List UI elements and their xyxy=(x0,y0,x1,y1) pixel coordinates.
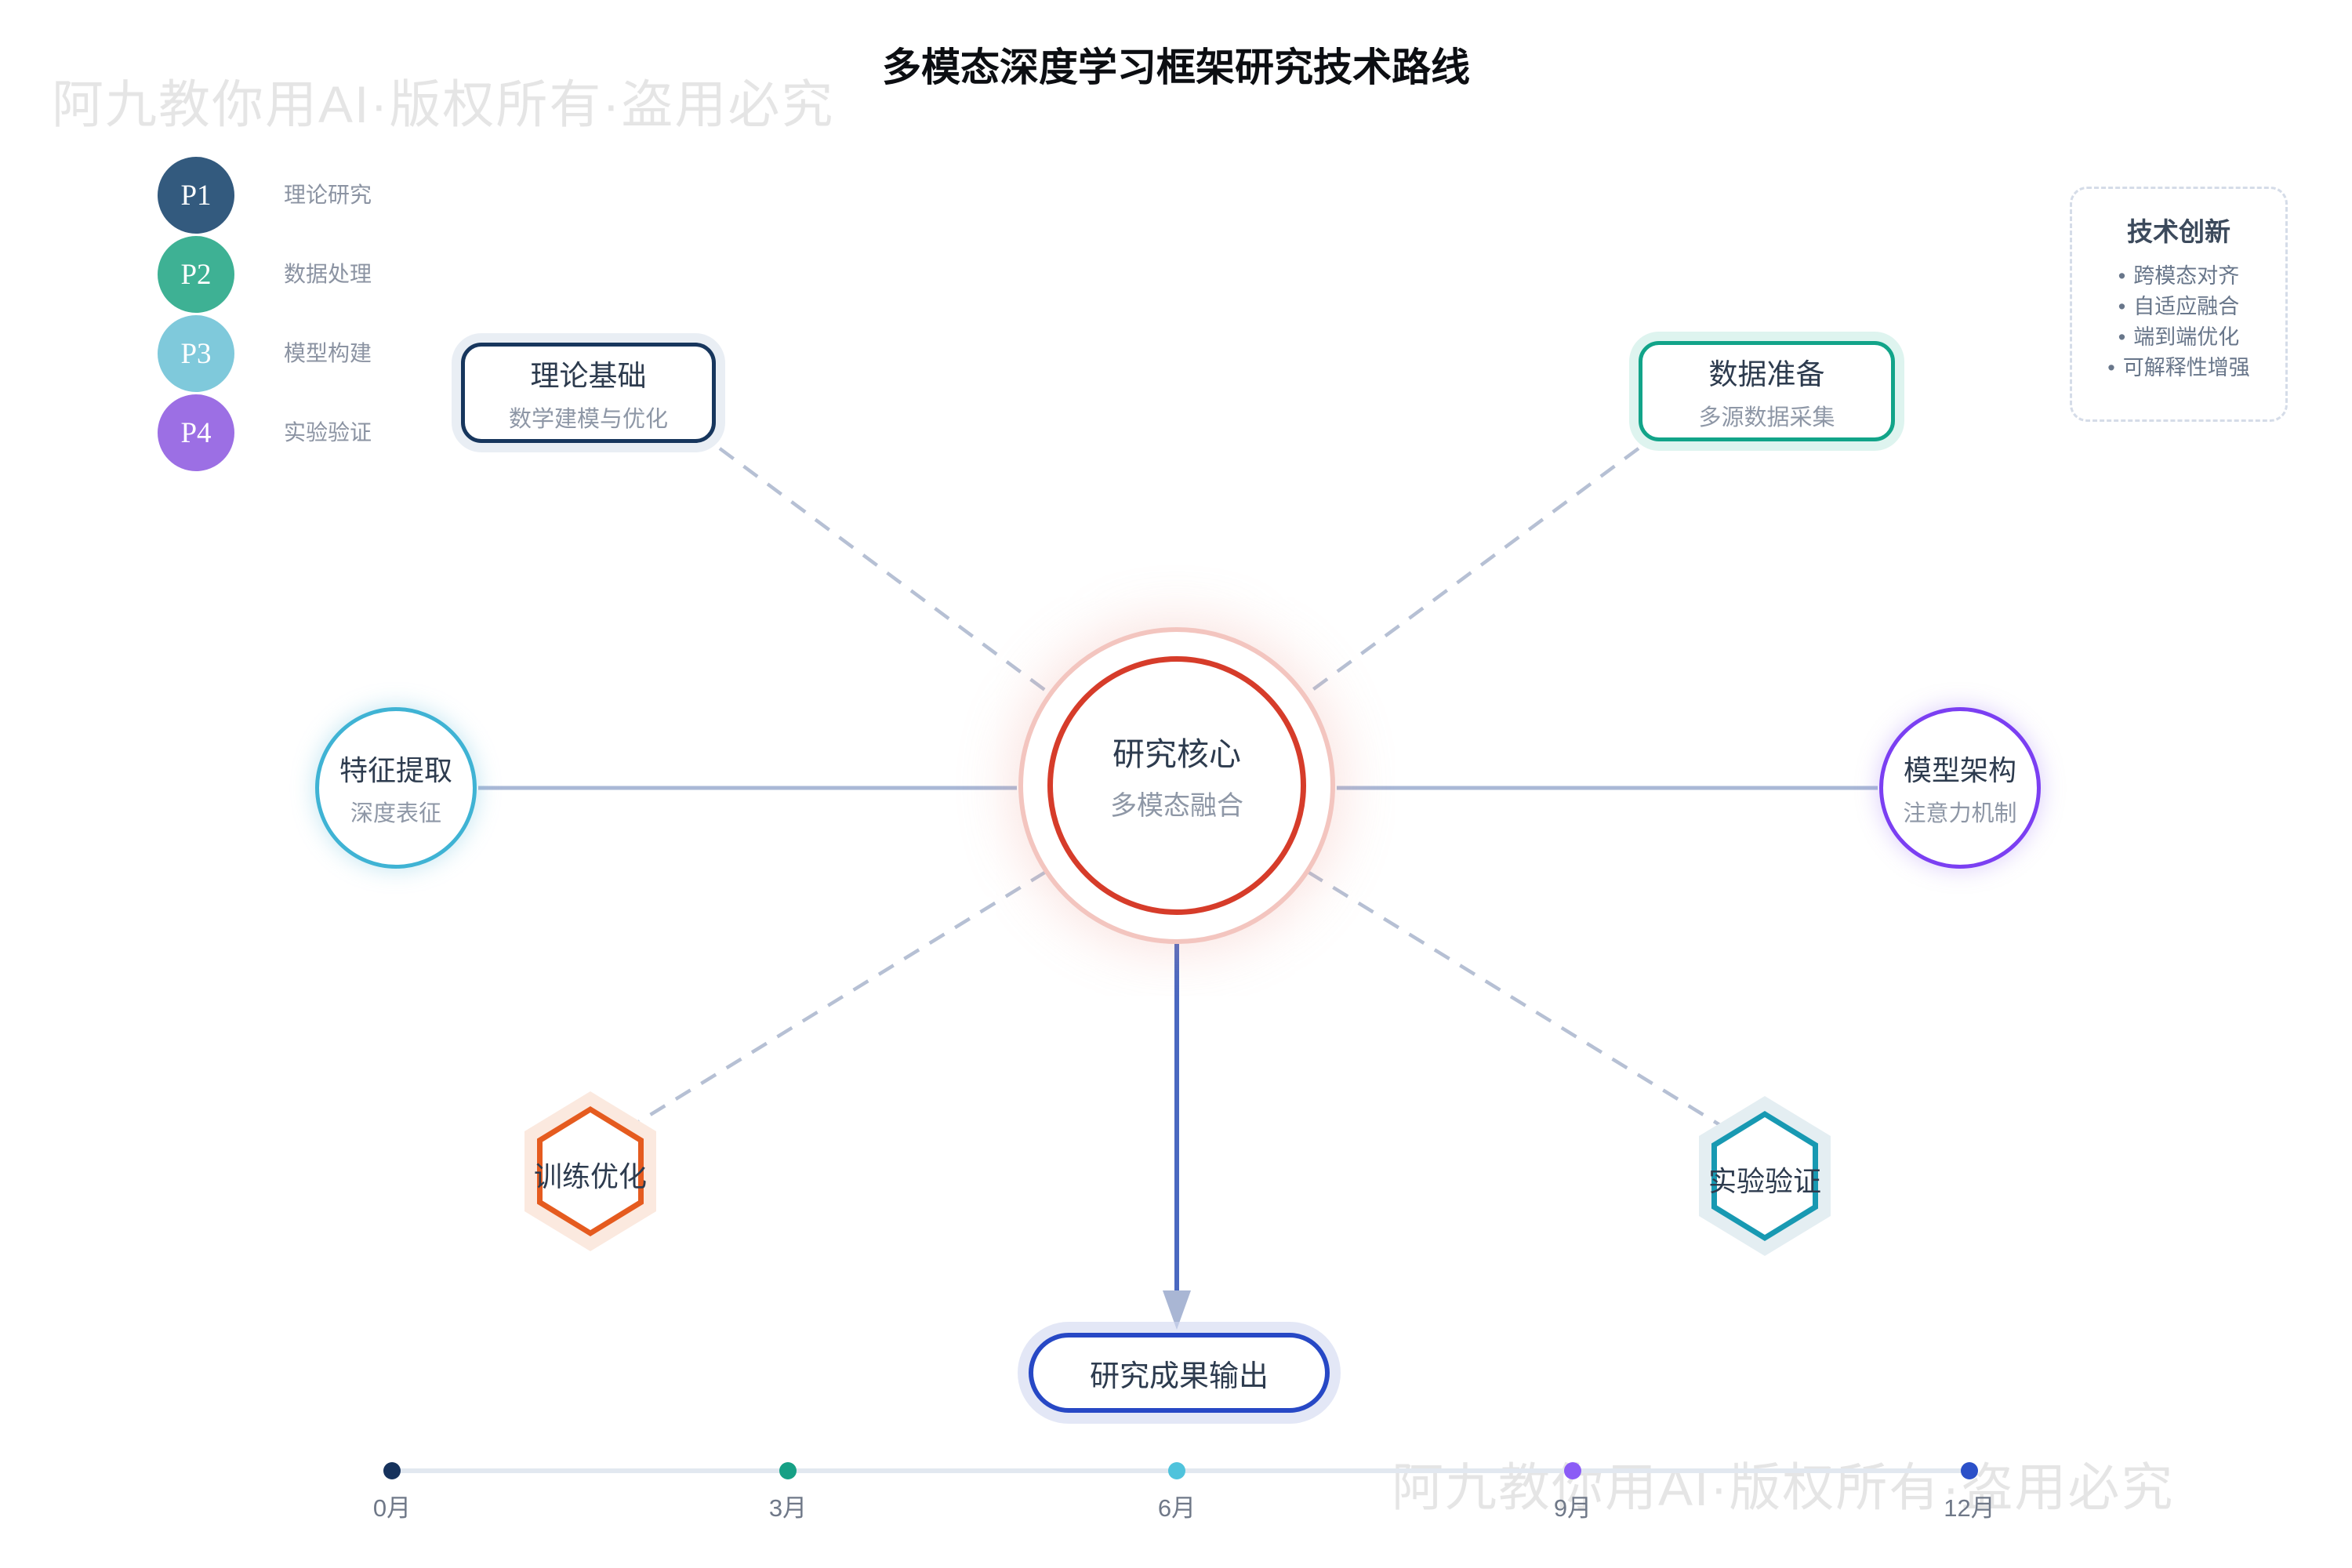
connector-theory-center-dashed xyxy=(718,447,1051,695)
connector-data-center-dashed xyxy=(1305,447,1640,696)
innovation-item: • 跨模态对齐 xyxy=(2072,261,2285,292)
node-theory-foundation: 理论基础 数学建模与优化 xyxy=(461,343,716,443)
innovation-item: • 可解释性增强 xyxy=(2072,353,2285,383)
timeline-dot-0 xyxy=(383,1462,401,1479)
innovation-item-text: 可解释性增强 xyxy=(2122,356,2250,379)
legend-dot-id: P4 xyxy=(180,416,212,449)
legend-dot-p2: P2 xyxy=(158,236,234,313)
innovation-panel: 技术创新 • 跨模态对齐 • 自适应融合 • 端到端优化 • 可解释性增强 xyxy=(2070,187,2288,422)
timeline-label-1: 3月 xyxy=(768,1494,808,1522)
connector-center-training-dashed xyxy=(626,870,1047,1131)
innovation-panel-title: 技术创新 xyxy=(2127,217,2230,246)
page-title: 多模态深度学习框架研究技术路线 xyxy=(882,45,1470,89)
legend-dot-p3: P3 xyxy=(158,315,234,392)
bullet-dot: • xyxy=(2118,325,2126,349)
node-feature-extraction: 特征提取 深度表征 xyxy=(315,707,477,869)
timeline-label-0: 0月 xyxy=(372,1494,412,1522)
innovation-item-text: 端到端优化 xyxy=(2133,325,2240,349)
timeline-dot-2 xyxy=(1168,1462,1185,1479)
node-title: 研究核心 xyxy=(1112,735,1241,772)
node-title: 模型架构 xyxy=(1903,754,2016,786)
bullet-dot: • xyxy=(2118,264,2126,288)
node-title: 训练优化 xyxy=(533,1160,647,1192)
timeline-label-4: 12月 xyxy=(1944,1494,1995,1522)
connector-center-experiment-dashed xyxy=(1306,870,1728,1131)
bullet-dot: • xyxy=(2107,356,2115,379)
legend-dot-id: P3 xyxy=(180,337,212,370)
legend-label-p4: 实验验证 xyxy=(284,420,372,445)
node-subtitle: 深度表征 xyxy=(350,801,441,826)
node-subtitle: 注意力机制 xyxy=(1903,801,2017,826)
innovation-list: • 跨模态对齐 • 自适应融合 • 端到端优化 • 可解释性增强 xyxy=(2072,261,2285,383)
legend-label-p2: 数据处理 xyxy=(284,262,372,286)
legend-dot-p4: P4 xyxy=(158,394,234,471)
timeline-label-2: 6月 xyxy=(1157,1494,1196,1522)
watermark-top-left: 阿九教你用AI·版权所有·盗用必究 xyxy=(52,75,835,133)
innovation-item: • 端到端优化 xyxy=(2072,322,2285,353)
innovation-item: • 自适应融合 xyxy=(2072,292,2285,322)
legend-dot-id: P2 xyxy=(180,258,212,291)
center-node-inner-ring xyxy=(1047,656,1306,915)
node-title: 研究成果输出 xyxy=(1089,1359,1269,1393)
node-research-core: 研究核心 多模态融合 xyxy=(1018,616,1335,933)
arrow-head-icon xyxy=(1163,1290,1191,1330)
node-title: 数据准备 xyxy=(1708,358,1825,390)
timeline-dot-1 xyxy=(779,1462,797,1479)
legend-label-p3: 模型构建 xyxy=(284,341,372,365)
timeline-dot-3 xyxy=(1564,1462,1581,1479)
node-subtitle: 多源数据采集 xyxy=(1698,405,1835,430)
bullet-dot: • xyxy=(2118,295,2126,318)
node-subtitle: 多模态融合 xyxy=(1110,790,1243,821)
watermark-bottom-right: 阿九教你用AI·版权所有·盗用必究 xyxy=(1392,1458,2175,1516)
innovation-item-text: 自适应融合 xyxy=(2133,295,2240,318)
legend-label-p1: 理论研究 xyxy=(284,183,372,207)
node-model-architecture: 模型架构 注意力机制 xyxy=(1879,707,2041,869)
timeline-dot-4 xyxy=(1961,1462,1978,1479)
legend-dot-id: P1 xyxy=(180,179,212,212)
legend-dot-p1: P1 xyxy=(158,157,234,234)
node-subtitle: 数学建模与优化 xyxy=(508,407,668,432)
node-data-preparation: 数据准备 多源数据采集 xyxy=(1639,341,1895,441)
node-title: 理论基础 xyxy=(530,360,647,392)
innovation-item-text: 跨模态对齐 xyxy=(2133,264,2240,288)
node-research-output: 研究成果输出 xyxy=(1029,1333,1330,1413)
node-title: 实验验证 xyxy=(1708,1165,1821,1197)
timeline-label-3: 9月 xyxy=(1553,1494,1592,1522)
node-title: 特征提取 xyxy=(339,754,452,786)
